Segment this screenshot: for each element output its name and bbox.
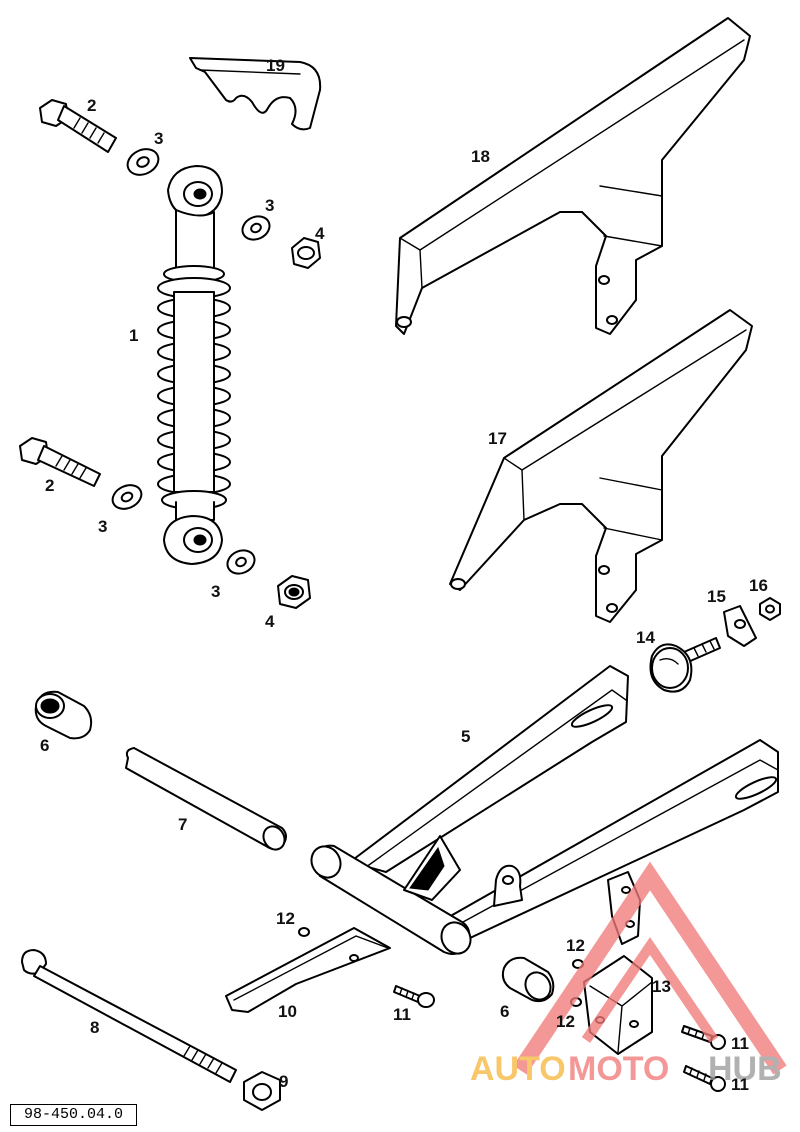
callout-18: 18 <box>471 147 490 166</box>
callout-4-top: 4 <box>315 224 325 243</box>
callout-11-right-upper: 11 <box>731 1034 749 1053</box>
part-2-bolt-top <box>39 99 117 153</box>
callout-6-upper: 6 <box>40 736 49 755</box>
callout-7: 7 <box>178 815 187 834</box>
part-1-shock-absorber <box>157 165 231 565</box>
part-2-bolt-lower <box>19 437 101 487</box>
watermark-text-auto: AUTO <box>470 1050 566 1088</box>
drawing-reference-code: 98-450.04.0 <box>10 1104 137 1126</box>
watermark-text-moto: MOTO <box>568 1050 669 1088</box>
callout-4-lower: 4 <box>265 612 275 631</box>
callout-13: 13 <box>652 977 671 996</box>
part-3-washer-lower-right <box>226 549 256 575</box>
callout-12-middle-lower: 12 <box>556 1012 575 1031</box>
part-5-swing-arm <box>310 665 779 955</box>
part-18-chain-guard-upper <box>395 17 751 335</box>
part-3-washer-lower-left <box>111 484 143 510</box>
callout-5: 5 <box>461 727 470 746</box>
part-17-chain-guard-lower <box>449 309 753 623</box>
callout-3-top-right: 3 <box>265 196 274 215</box>
callout-12-left: 12 <box>276 909 295 928</box>
part-10-chain-slider <box>225 927 391 1013</box>
callout-3-lower-left: 3 <box>98 517 107 536</box>
callout-15: 15 <box>707 587 726 606</box>
part-16-nut <box>759 597 781 621</box>
part-8-axle <box>21 949 237 1083</box>
callout-2-lower: 2 <box>45 476 54 495</box>
part-6-bushing-upper <box>34 690 93 740</box>
part-11-screw-center <box>393 985 435 1008</box>
callout-1: 1 <box>129 326 138 345</box>
part-19-hook-spanner <box>189 57 322 131</box>
part-4-nut-upper <box>291 237 321 269</box>
part-3-washer-upper-right <box>241 215 271 241</box>
callout-12-middle-upper: 12 <box>566 936 585 955</box>
callout-11-center: 11 <box>393 1005 411 1024</box>
callout-11-right-lower: 11 <box>731 1075 749 1094</box>
watermark-text-hub: HUB <box>708 1050 782 1088</box>
callout-6-lower: 6 <box>500 1002 509 1021</box>
callout-19: 19 <box>266 56 285 75</box>
callout-3-lower-right: 3 <box>211 582 220 601</box>
callout-17: 17 <box>488 429 507 448</box>
part-3-washer-upper-left <box>126 148 160 176</box>
part-14-rubber-buffer <box>649 637 721 693</box>
part-4-nut-lower <box>277 575 311 609</box>
part-7-sleeve <box>125 747 287 851</box>
callout-10: 10 <box>278 1002 297 1021</box>
part-12-nut-left <box>298 927 310 937</box>
part-11-screw-right-lower <box>683 1065 726 1092</box>
part-6-bushing-lower <box>501 956 555 1003</box>
callout-14: 14 <box>636 628 655 647</box>
callout-8: 8 <box>90 1018 99 1037</box>
callout-3-top-left: 3 <box>154 129 163 148</box>
automotohub-watermark: AUTO MOTO HUB <box>470 861 787 1088</box>
callout-2-top: 2 <box>87 96 96 115</box>
callout-16: 16 <box>749 576 768 595</box>
part-9-axle-nut <box>243 1071 281 1111</box>
callout-9: 9 <box>279 1072 288 1091</box>
part-15-bracket <box>723 605 757 647</box>
